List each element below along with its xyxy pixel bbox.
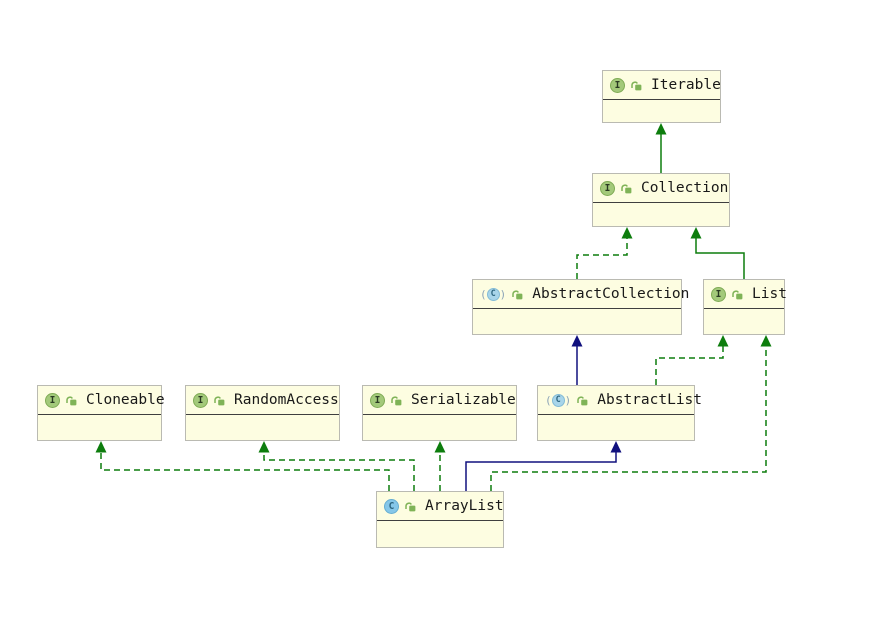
class-icon: C	[384, 498, 399, 514]
class-members-compartment	[363, 415, 516, 440]
class-name: RandomAccess	[234, 392, 339, 408]
class-circle: C	[486, 287, 500, 301]
class-name: Collection	[641, 180, 729, 196]
class-node-cloneable[interactable]: I Cloneable	[37, 385, 165, 441]
class-node-collection[interactable]: I Collection	[592, 173, 730, 227]
unlock-icon	[576, 394, 589, 407]
abstract-class-icon: ( C )	[545, 393, 572, 407]
class-members-compartment	[603, 100, 720, 122]
class-title: ( C ) AbstractList	[538, 386, 702, 415]
interface-icon: I	[711, 286, 726, 302]
class-node-randomaccess[interactable]: I RandomAccess	[185, 385, 340, 441]
class-node-iterable[interactable]: I Iterable	[602, 70, 721, 123]
unlock-icon	[404, 500, 417, 513]
unlock-icon	[511, 288, 524, 301]
class-node-list[interactable]: I List	[703, 279, 787, 335]
class-members-compartment	[704, 309, 784, 334]
class-title: ( C ) AbstractCollection	[473, 280, 689, 309]
class-title: C ArrayList	[377, 492, 504, 521]
class-node-serializable[interactable]: I Serializable	[362, 385, 517, 441]
class-members-compartment	[377, 521, 503, 547]
abstract-paren: (	[545, 393, 552, 407]
class-name: Cloneable	[86, 392, 165, 408]
class-members-compartment	[473, 309, 681, 334]
edge-arraylist-implements-cloneable	[95, 441, 390, 491]
class-title: I Collection	[593, 174, 729, 203]
class-name: Serializable	[411, 392, 516, 408]
edge-list-extends-collection	[690, 227, 745, 279]
unlock-icon	[731, 288, 744, 301]
unlock-icon	[620, 182, 633, 195]
class-members-compartment	[38, 415, 161, 440]
class-name: Iterable	[651, 77, 721, 93]
class-name: ArrayList	[425, 498, 504, 514]
class-members-compartment	[593, 203, 729, 226]
interface-icon: I	[370, 392, 385, 408]
interface-icon: I	[193, 392, 208, 408]
class-title: I RandomAccess	[186, 386, 339, 415]
class-title: I Iterable	[603, 71, 721, 100]
abstract-paren: (	[480, 287, 487, 301]
interface-icon: I	[610, 77, 625, 93]
unlock-icon	[213, 394, 226, 407]
edge-arraylist-implements-serializable	[434, 441, 446, 491]
class-title: I Serializable	[363, 386, 516, 415]
interface-icon: I	[45, 392, 60, 408]
abstract-class-icon: ( C )	[480, 287, 507, 301]
unlock-icon	[630, 79, 643, 92]
class-title: I List	[704, 280, 787, 309]
interface-icon: I	[600, 180, 615, 196]
class-members-compartment	[538, 415, 694, 440]
class-name: List	[752, 286, 787, 302]
class-node-arraylist[interactable]: C ArrayList	[376, 491, 504, 548]
edge-abstractlist-extends-abstractcollection	[571, 335, 583, 385]
class-node-abstractcollection[interactable]: ( C ) AbstractCollection	[472, 279, 689, 335]
class-name: AbstractList	[597, 392, 703, 408]
class-members-compartment	[186, 415, 339, 440]
edge-arraylist-extends-abstractlist	[465, 441, 622, 491]
edge-collection-extends-iterable	[655, 123, 667, 173]
unlock-icon	[390, 394, 403, 407]
edge-abstractcollection-implements-collection	[576, 227, 633, 279]
class-circle: C	[551, 393, 565, 407]
abstract-paren: )	[499, 287, 507, 301]
abstract-paren: )	[564, 393, 572, 407]
class-node-abstractlist[interactable]: ( C ) AbstractList	[537, 385, 702, 441]
edge-arraylist-implements-randomaccess	[258, 441, 415, 491]
unlock-icon	[65, 394, 78, 407]
class-title: I Cloneable	[38, 386, 165, 415]
edge-abstractlist-implements-list	[655, 335, 729, 385]
class-name: AbstractCollection	[532, 286, 690, 302]
